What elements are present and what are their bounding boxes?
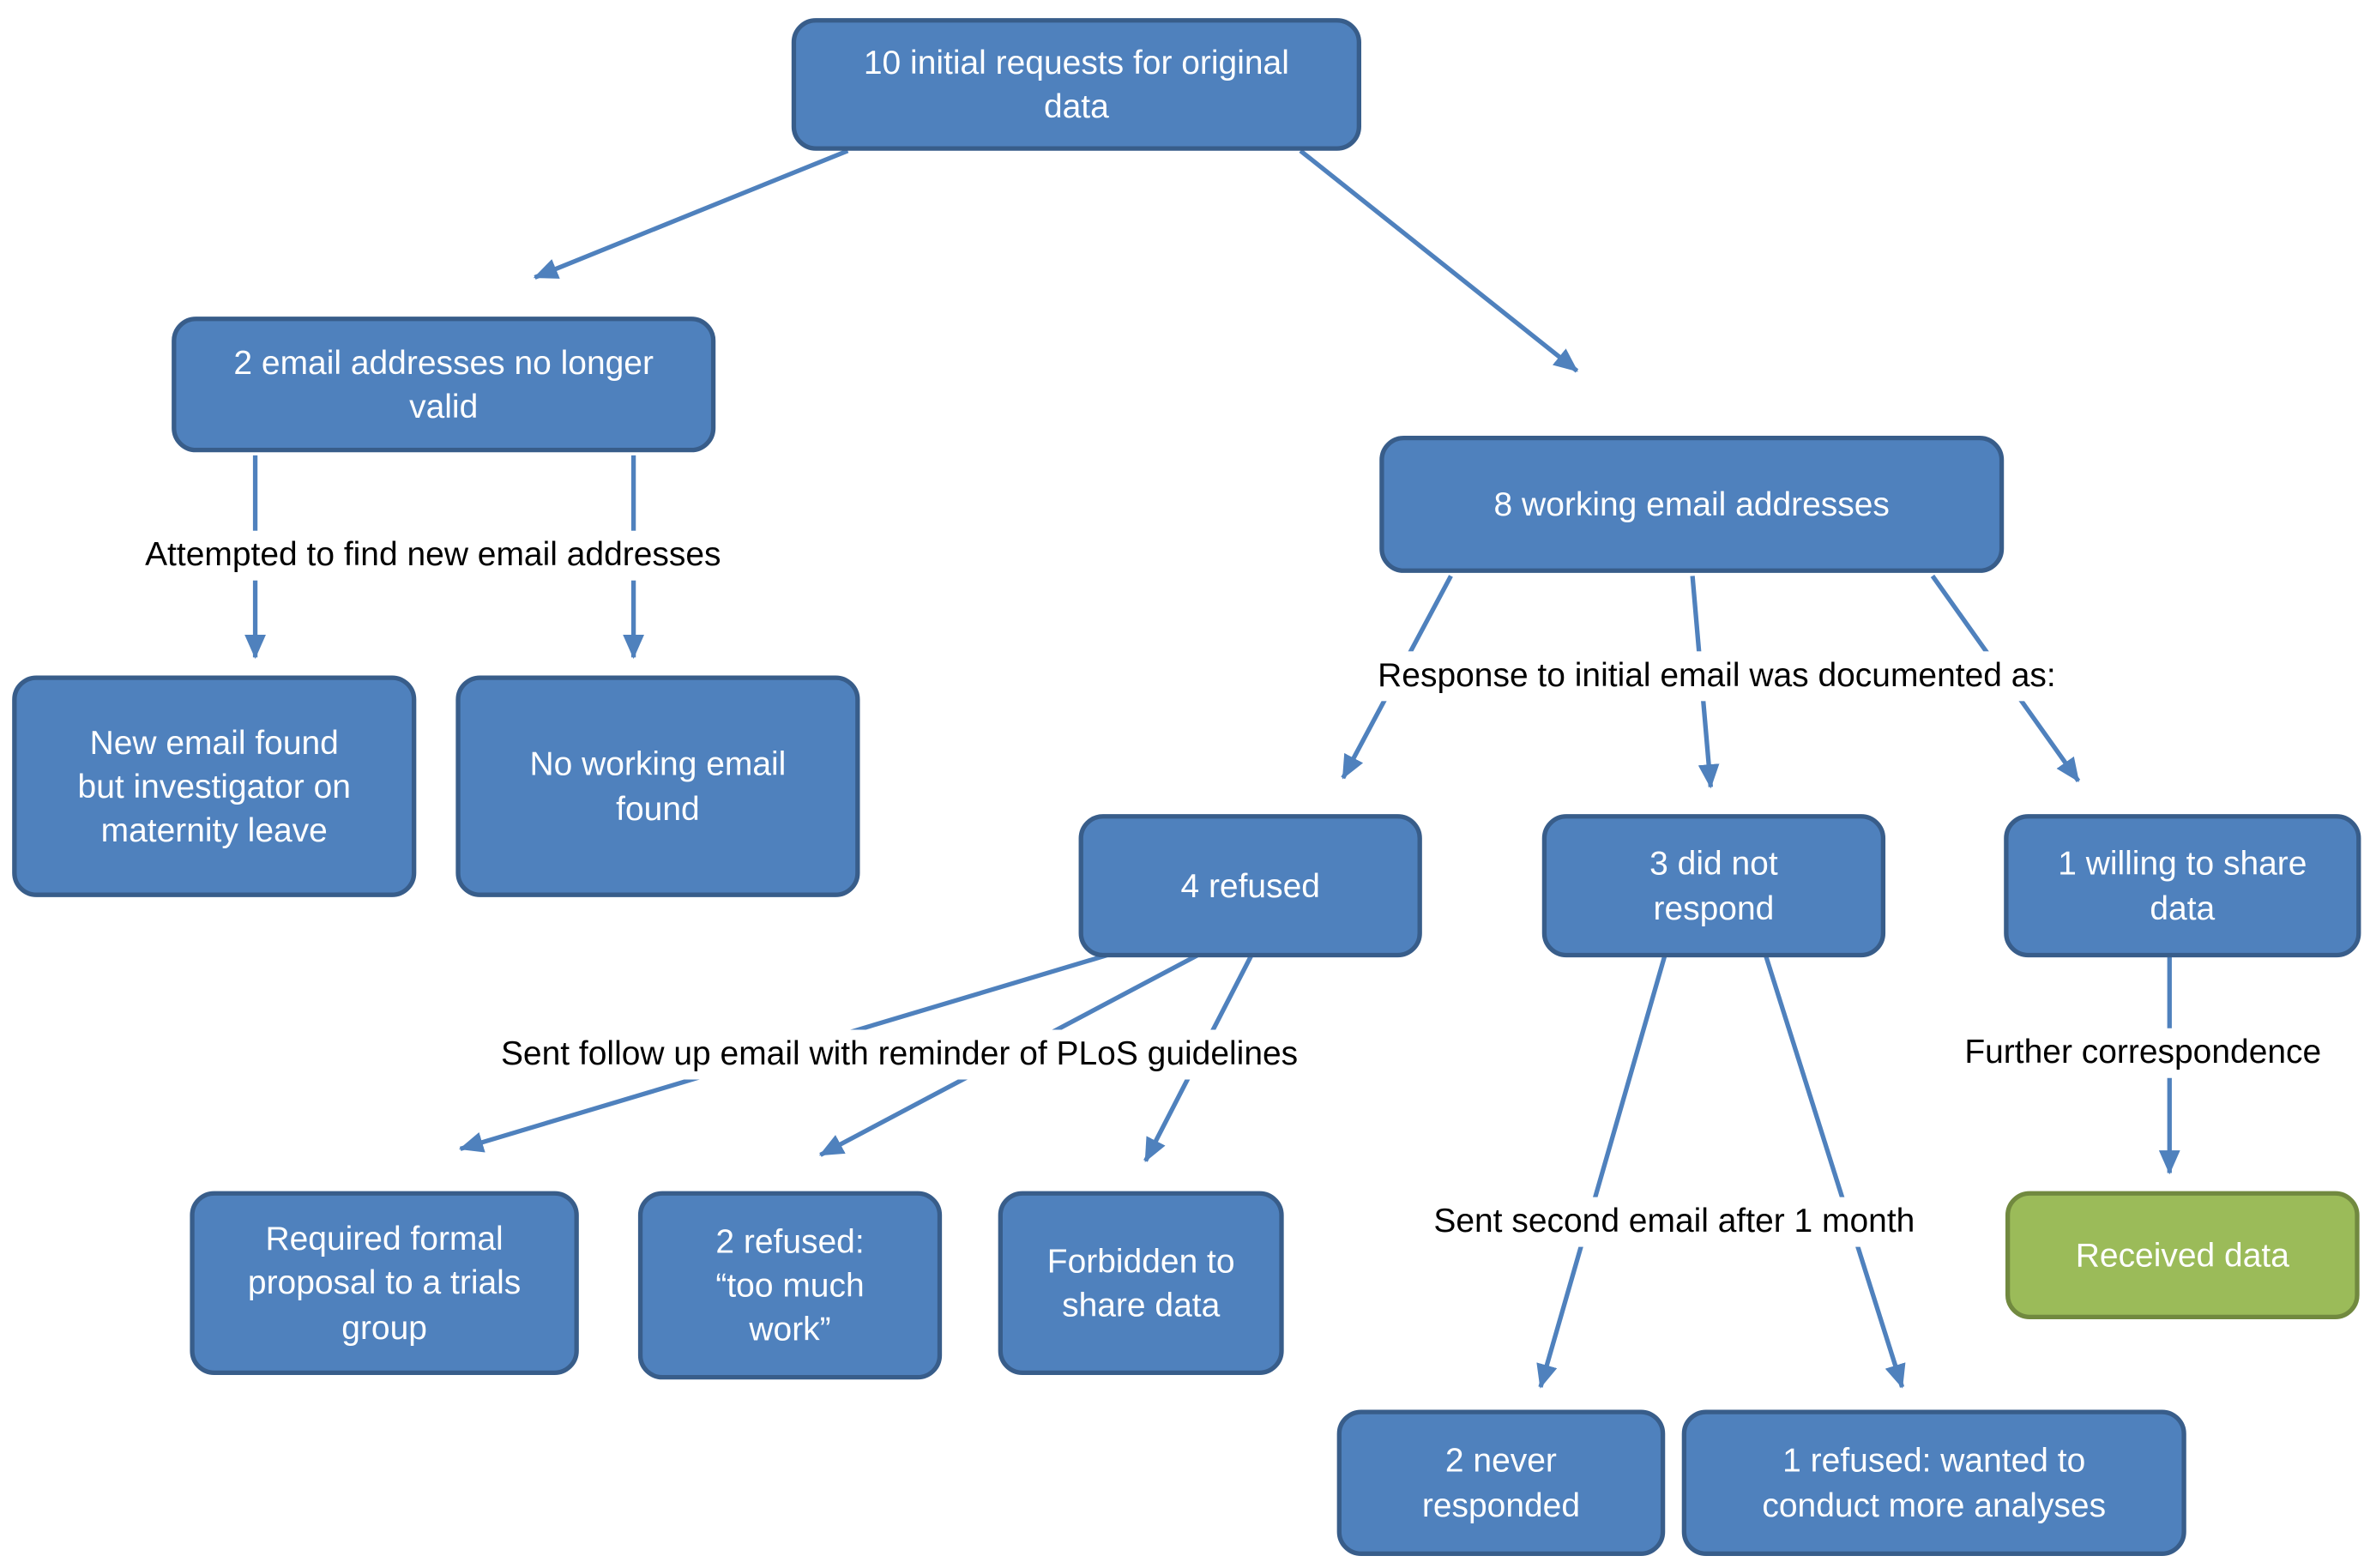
- node-never-responded: 2 never responded: [1336, 1409, 1666, 1556]
- node-received-data-label: Received data: [2075, 1236, 2289, 1275]
- node-required-formal-label: Required formal proposal to a trials gro…: [247, 1220, 522, 1346]
- node-refused-4-label: 4 refused: [1180, 866, 1320, 905]
- node-refused-more-analyses: 1 refused: wanted to conduct more analys…: [1681, 1409, 2186, 1556]
- node-willing-to-share-label: 1 willing to share data: [2058, 845, 2307, 927]
- node-initial-requests: 10 initial requests for original data: [791, 18, 1361, 151]
- node-received-data: Received data: [2005, 1191, 2360, 1319]
- arrow-no-respond-to-refused-analyses: [1763, 953, 1906, 1389]
- node-forbidden: Forbidden to share data: [998, 1191, 1284, 1376]
- edge-label-response-documented: Response to initial email was documented…: [1329, 651, 2105, 701]
- node-initial-requests-label: 10 initial requests for original data: [863, 43, 1289, 125]
- node-working-emails-label: 8 working email addresses: [1493, 485, 1890, 523]
- edge-label-follow-up-plos: Sent follow up email with reminder of PL…: [443, 1029, 1355, 1079]
- node-refused-4: 4 refused: [1078, 814, 1422, 958]
- node-working-emails: 8 working email addresses: [1379, 435, 2005, 573]
- arrow-no-respond-to-never-responded: [1536, 953, 1667, 1389]
- node-invalid-emails-label: 2 email addresses no longer valid: [233, 343, 654, 425]
- arrow-initial-to-working: [1299, 148, 1579, 373]
- node-invalid-emails: 2 email addresses no longer valid: [172, 317, 716, 453]
- node-required-formal: Required formal proposal to a trials gro…: [190, 1191, 579, 1376]
- node-refused-too-much-work: 2 refused: “too much work”: [637, 1191, 943, 1380]
- node-forbidden-label: Forbidden to share data: [1046, 1242, 1235, 1324]
- node-refused-more-analyses-label: 1 refused: wanted to conduct more analys…: [1762, 1442, 2107, 1524]
- node-no-working-email-label: No working email found: [529, 745, 787, 828]
- edge-label-further-correspondence: Further correspondence: [1941, 1028, 2344, 1078]
- node-refused-too-much-work-label: 2 refused: “too much work”: [715, 1222, 865, 1348]
- node-no-working-email: No working email found: [455, 675, 860, 897]
- edge-label-attempted-new-emails: Attempted to find new email addresses: [113, 530, 752, 581]
- node-new-email-found-label: New email found but investigator on mate…: [77, 723, 351, 849]
- node-never-responded-label: 2 never responded: [1421, 1442, 1581, 1524]
- edge-label-second-email: Sent second email after 1 month: [1393, 1197, 1956, 1246]
- node-willing-to-share: 1 willing to share data: [2004, 814, 2361, 958]
- node-did-not-respond: 3 did not respond: [1541, 814, 1886, 958]
- arrow-initial-to-invalid: [533, 148, 849, 280]
- node-did-not-respond-label: 3 did not respond: [1649, 845, 1778, 927]
- node-new-email-found: New email found but investigator on mate…: [12, 675, 417, 897]
